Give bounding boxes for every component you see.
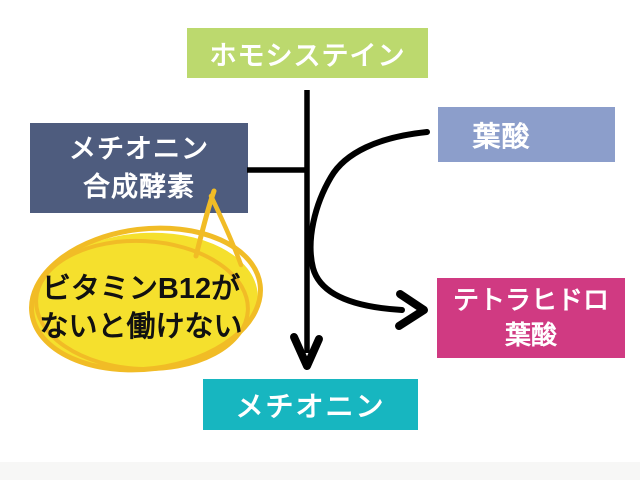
arrowhead-right-icon [395,290,428,330]
node-tetrahydrofolate-label-line1: テトラヒドロ [452,285,609,315]
node-methionine-synthase-label-line2: 合成酵素 [83,172,195,202]
arrow-folate-to-tetrahydrofolate [307,129,430,330]
node-folate-label: 葉酸 [472,120,531,152]
node-homocysteine: ホモシステイン [187,28,428,78]
arrowhead-down-icon [290,333,323,370]
footer-strip [0,462,640,480]
node-methionine-synthase: メチオニン 合成酵素 [30,123,248,213]
arrow-homocysteine-to-methionine [290,90,323,370]
node-folate: 葉酸 [438,107,615,162]
arrow-curved-shaft [307,129,430,313]
node-tetrahydrofolate-label-line2: 葉酸 [504,320,557,350]
vitamin-b12-callout: ビタミンB12が ないと働けない [36,270,246,346]
node-homocysteine-label: ホモシステイン [209,40,406,71]
node-methionine-label: メチオニン [235,390,386,422]
node-tetrahydrofolate: テトラヒドロ 葉酸 [437,278,625,358]
node-methionine: メチオニン [203,379,418,430]
node-methionine-synthase-label-line1: メチオニン [69,134,209,164]
vitamin-b12-callout-line1: ビタミンB12が [41,273,241,305]
vitamin-b12-callout-line2: ないと働けない [39,311,243,343]
